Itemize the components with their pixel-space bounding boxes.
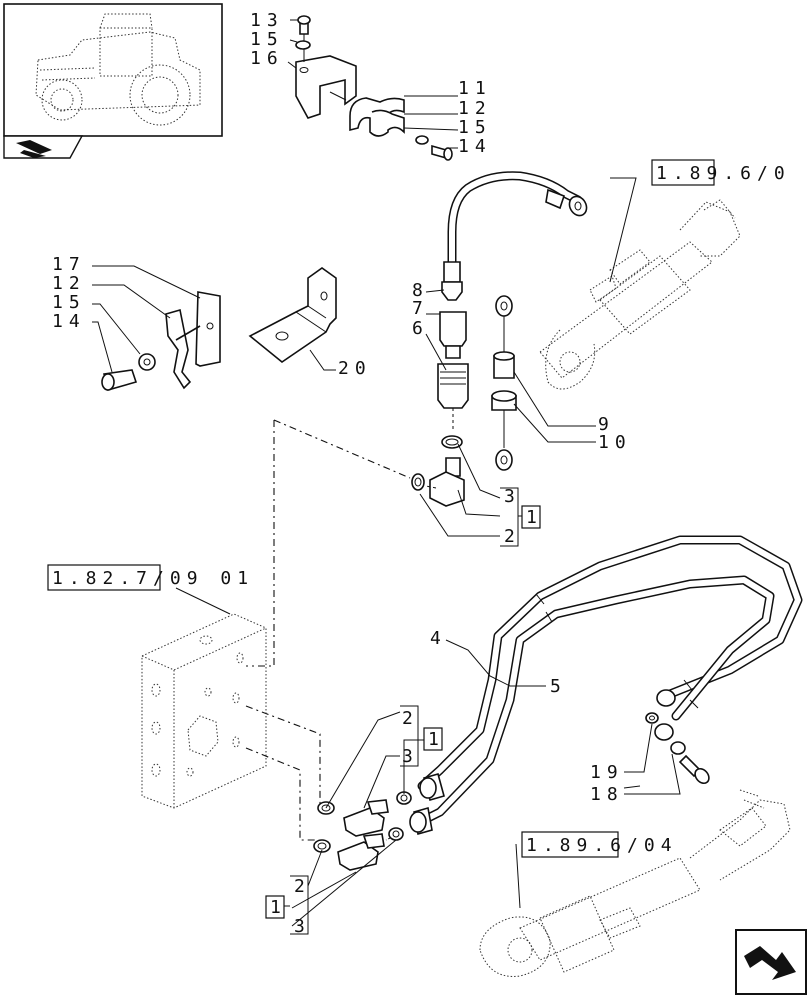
callout-lines-lower <box>291 711 424 927</box>
callout-12b: 12 <box>52 273 86 294</box>
ref-leader-left <box>175 587 231 615</box>
callout-3b: 3 <box>402 746 419 767</box>
callout-14b: 14 <box>52 311 86 332</box>
ref-box-left[interactable]: 1.82.7/09 01 <box>47 564 254 591</box>
callout-19: 19 <box>590 762 624 783</box>
callout-16: 16 <box>250 48 284 69</box>
valve-block <box>141 613 267 809</box>
group-bracket <box>500 487 522 547</box>
callout-15: 15 <box>250 29 284 50</box>
tractor-thumbnail-icon[interactable] <box>3 3 223 159</box>
callout-15c: 15 <box>52 292 86 313</box>
callout-lines-left <box>92 265 201 373</box>
ref-leader-bottom-right <box>515 843 521 909</box>
box-marker <box>265 895 285 919</box>
ref-box-top-right[interactable]: 1.89.6/0 <box>651 159 791 186</box>
callout-lines-coupling <box>419 289 501 537</box>
callout-2: 2 <box>504 526 521 547</box>
callout-3c: 3 <box>294 916 311 937</box>
callout-9: 9 <box>598 414 615 435</box>
callout-17: 17 <box>52 254 86 275</box>
callout-14: 14 <box>458 136 492 157</box>
callout-lines-top <box>287 19 459 149</box>
hydraulic-hoses <box>409 535 803 836</box>
callout-12: 12 <box>458 98 492 119</box>
callout-6: 6 <box>412 318 429 339</box>
callout-15b: 15 <box>458 117 492 138</box>
callout-2b: 2 <box>402 708 419 729</box>
group-bracket <box>400 705 424 767</box>
callout-18: 18 <box>590 784 624 805</box>
callout-8: 8 <box>412 280 429 301</box>
callout-1: 1 <box>526 507 543 528</box>
callout-3: 3 <box>504 486 521 507</box>
callout-20: 20 <box>338 358 372 379</box>
svg-text:1.89.6/0: 1.89.6/0 <box>656 163 791 184</box>
callout-1b: 1 <box>428 729 445 750</box>
ref-leader-top-right <box>609 177 637 283</box>
callout-4: 4 <box>430 628 447 649</box>
group-bracket <box>284 875 309 935</box>
lift-cylinder-top <box>539 199 741 390</box>
box-marker <box>521 505 541 529</box>
plate-bracket-assembly <box>101 291 221 391</box>
callout-2c: 2 <box>294 876 311 897</box>
callout-7: 7 <box>412 298 429 319</box>
callout-5: 5 <box>550 676 567 697</box>
routing-dash-lines <box>245 419 411 841</box>
section-book-icon <box>16 140 52 158</box>
callout-13: 13 <box>250 10 284 31</box>
next-page-arrow-icon[interactable] <box>735 929 807 995</box>
ref-box-bottom-right[interactable]: 1.89.6/04 <box>521 831 678 858</box>
lower-fittings <box>313 791 412 871</box>
callout-10: 10 <box>598 432 632 453</box>
clamp-bracket-assembly <box>295 15 453 161</box>
dust-cap-assembly <box>491 295 596 471</box>
svg-text:1.89.6/04: 1.89.6/04 <box>526 835 678 856</box>
coupling-assembly <box>411 171 588 507</box>
callout-11: 11 <box>458 78 492 99</box>
svg-text:1.82.7/09 01: 1.82.7/09 01 <box>52 568 254 589</box>
angle-bracket <box>248 267 337 371</box>
lift-cylinder-bottom <box>479 789 791 977</box>
box-marker <box>423 727 443 751</box>
callout-1c: 1 <box>270 897 287 918</box>
callout-lines-hoses <box>445 639 681 795</box>
